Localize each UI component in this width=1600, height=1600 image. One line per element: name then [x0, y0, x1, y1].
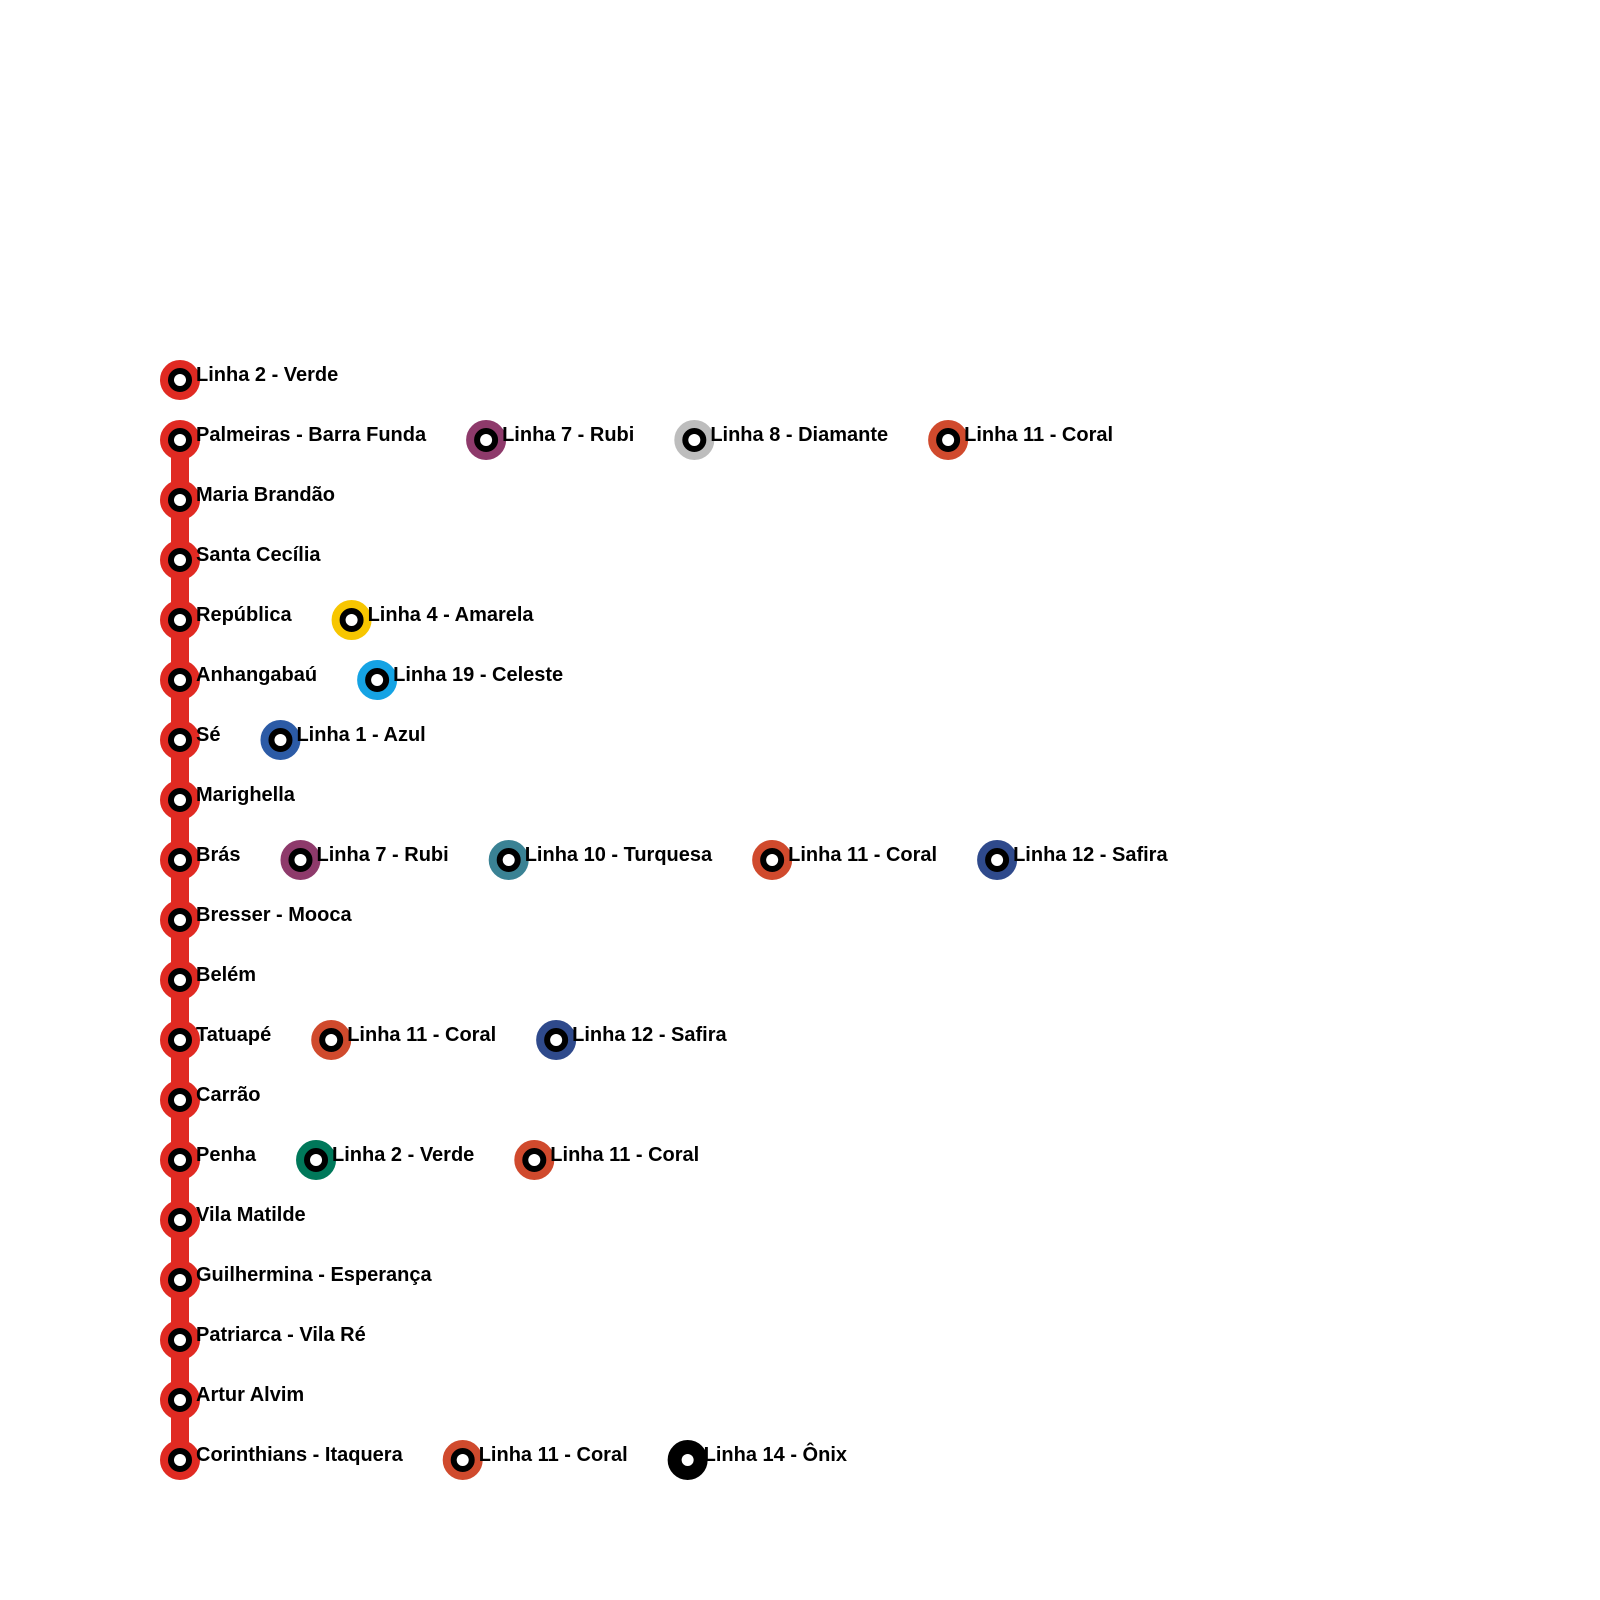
- connection-marker-dot: [681, 1454, 694, 1466]
- station-row: Brás Linha 7 - Rubi Linha 10 - Turquesa Lin…: [160, 840, 1168, 880]
- station-marker-dot: [174, 1094, 186, 1106]
- station-name: Maria Brandão: [196, 484, 335, 506]
- station-name: Artur Alvim: [196, 1384, 304, 1406]
- station-row: Bresser - Mooca: [160, 900, 352, 940]
- station-name: Santa Cecília: [196, 544, 321, 566]
- station-row: Tatuapé Linha 11 - Coral Linha 12 - Safira: [160, 1020, 728, 1060]
- station-name: Carrão: [196, 1084, 260, 1106]
- connection-marker-dot: [310, 1154, 323, 1166]
- connection-marker-dot: [688, 434, 701, 446]
- connection-marker-dot: [480, 434, 493, 446]
- station-row: República Linha 4 - Amarela: [160, 600, 535, 640]
- connection-label: Linha 7 - Rubi: [316, 844, 448, 866]
- station-row: Vila Matilde: [160, 1200, 306, 1240]
- station-row: Anhangabaú Linha 19 - Celeste: [160, 660, 563, 700]
- station-row: Carrão: [160, 1080, 260, 1120]
- line-trunk: [171, 440, 189, 1460]
- station-row: Artur Alvim: [160, 1380, 304, 1420]
- station-marker-dot: [174, 1334, 186, 1346]
- connection-marker-dot: [942, 434, 955, 446]
- station-name: Brás: [196, 844, 240, 866]
- station-marker-dot: [174, 734, 186, 746]
- station-marker-dot: [174, 974, 186, 986]
- station-name: Guilhermina - Esperança: [196, 1264, 433, 1286]
- station-name: República: [196, 604, 292, 626]
- station-marker-dot: [174, 434, 186, 446]
- station-row: Marighella: [160, 780, 296, 820]
- connection-label: Linha 1 - Azul: [296, 724, 425, 746]
- connection-marker-dot: [456, 1454, 469, 1466]
- connection-label: Linha 11 - Coral: [550, 1144, 699, 1166]
- header-marker: Linha 2 - Verde: [160, 360, 338, 400]
- connection-marker-dot: [502, 854, 515, 866]
- station-marker-dot: [174, 1274, 186, 1286]
- station-row: Santa Cecília: [160, 540, 321, 580]
- connection-marker-dot: [294, 854, 307, 866]
- station-name: Belém: [196, 964, 256, 986]
- station-row: Palmeiras - Barra Funda Linha 7 - Rubi Lin…: [160, 420, 1113, 460]
- station-marker-dot: [174, 1454, 186, 1466]
- station-row: Corinthians - Itaquera Linha 11 - Coral Li…: [160, 1440, 847, 1480]
- station-name: Tatuapé: [196, 1024, 271, 1046]
- connection-label: Linha 12 - Safira: [572, 1024, 727, 1046]
- connection-marker-dot: [528, 1154, 541, 1166]
- station-marker-dot: [174, 914, 186, 926]
- station-marker-dot: [174, 794, 186, 806]
- connection-label: Linha 11 - Coral: [479, 1444, 628, 1466]
- connection-label: Linha 19 - Celeste: [393, 664, 563, 686]
- station-row: Patriarca - Vila Ré: [160, 1320, 366, 1360]
- connection-label: Linha 12 - Safira: [1013, 844, 1168, 866]
- connection-marker-dot: [274, 734, 287, 746]
- connection-marker-dot: [345, 614, 358, 626]
- connection-label: Linha 11 - Coral: [347, 1024, 496, 1046]
- station-name: Palmeiras - Barra Funda: [196, 424, 427, 446]
- connection-label: Linha 2 - Verde: [332, 1144, 474, 1166]
- connection-marker-dot: [325, 1034, 338, 1046]
- connection-label: Linha 7 - Rubi: [502, 424, 634, 446]
- station-row: Guilhermina - Esperança: [160, 1260, 433, 1300]
- station-marker-dot: [174, 1214, 186, 1226]
- station-marker-dot: [174, 1154, 186, 1166]
- connection-marker-dot: [991, 854, 1004, 866]
- connection-label: Linha 4 - Amarela: [368, 604, 535, 626]
- station-row: Maria Brandão: [160, 480, 335, 520]
- station-row: Belém: [160, 960, 256, 1000]
- station-marker-dot: [174, 494, 186, 506]
- station-marker-dot: [174, 614, 186, 626]
- station-name: Penha: [196, 1144, 257, 1166]
- station-marker-dot: [174, 1034, 186, 1046]
- header-station-dot: [174, 374, 186, 386]
- station-name: Patriarca - Vila Ré: [196, 1324, 366, 1346]
- station-marker-dot: [174, 674, 186, 686]
- connection-label: Linha 10 - Turquesa: [525, 844, 713, 866]
- station-marker-dot: [174, 1394, 186, 1406]
- connection-marker-dot: [766, 854, 779, 866]
- connection-marker-dot: [371, 674, 384, 686]
- station-row: Penha Linha 2 - Verde Linha 11 - Coral: [160, 1140, 699, 1180]
- station-name: Bresser - Mooca: [196, 904, 352, 926]
- station-marker-dot: [174, 554, 186, 566]
- station-row: Sé Linha 1 - Azul: [160, 720, 426, 760]
- connection-marker-dot: [550, 1034, 563, 1046]
- connection-label: Linha 11 - Coral: [964, 424, 1113, 446]
- station-name: Anhangabaú: [196, 664, 317, 686]
- station-name: Corinthians - Itaquera: [196, 1444, 404, 1466]
- station-name: Sé: [196, 724, 220, 746]
- station-marker-dot: [174, 854, 186, 866]
- connection-label: Linha 11 - Coral: [788, 844, 937, 866]
- connection-label: Linha 8 - Diamante: [710, 424, 888, 446]
- station-name: Marighella: [196, 784, 296, 806]
- connection-label: Linha 14 - Ônix: [704, 1442, 847, 1466]
- station-name: Vila Matilde: [196, 1204, 306, 1226]
- header-label: Linha 2 - Verde: [196, 364, 338, 386]
